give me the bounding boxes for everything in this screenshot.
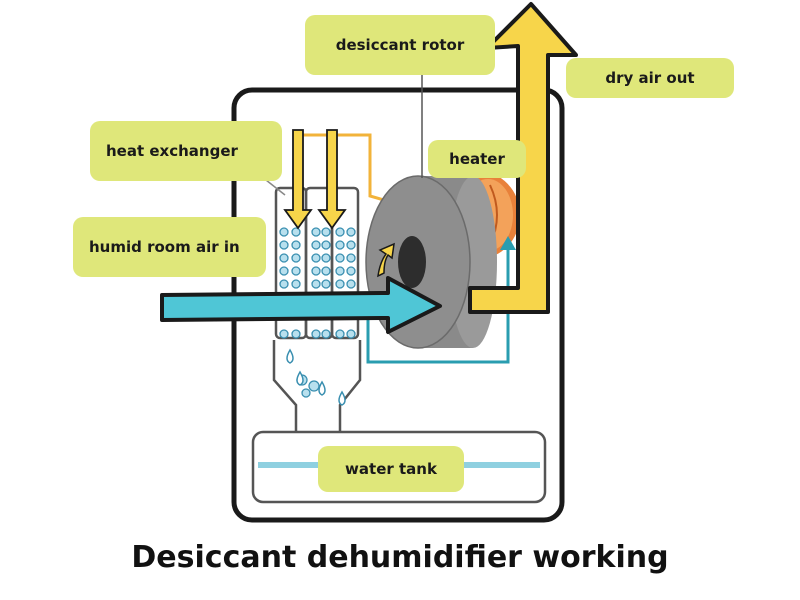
diagram-caption: Desiccant dehumidifier working — [131, 540, 669, 575]
label-desiccant-rotor: desiccant rotor — [305, 15, 495, 75]
regeneration-arrowhead — [500, 236, 516, 250]
heat-exchanger-bubbles — [279, 227, 356, 398]
label-heater: heater — [428, 140, 526, 178]
label-heat-exchanger: heat exchanger — [90, 121, 282, 181]
water-droplets — [286, 348, 346, 406]
label-dry-air-out: dry air out — [566, 58, 734, 98]
exchanger-down-arrows — [283, 129, 347, 230]
condensate-collector — [272, 340, 362, 432]
label-water-tank: water tank — [318, 446, 464, 492]
label-humid-room-air-in: humid room air in — [73, 217, 266, 277]
rotor-rotation-arrow — [377, 242, 395, 278]
heat-exchanger-coil — [265, 179, 360, 340]
humid-air-in-arrow — [160, 276, 442, 334]
